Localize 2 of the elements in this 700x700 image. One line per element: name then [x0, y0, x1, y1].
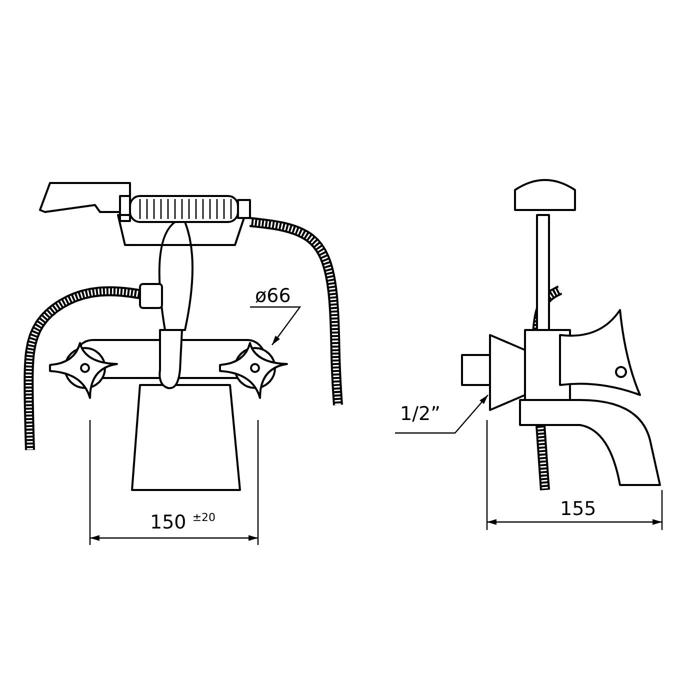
dimension-label: 1/2”	[400, 405, 440, 424]
dimension-label: ø66	[255, 287, 291, 306]
